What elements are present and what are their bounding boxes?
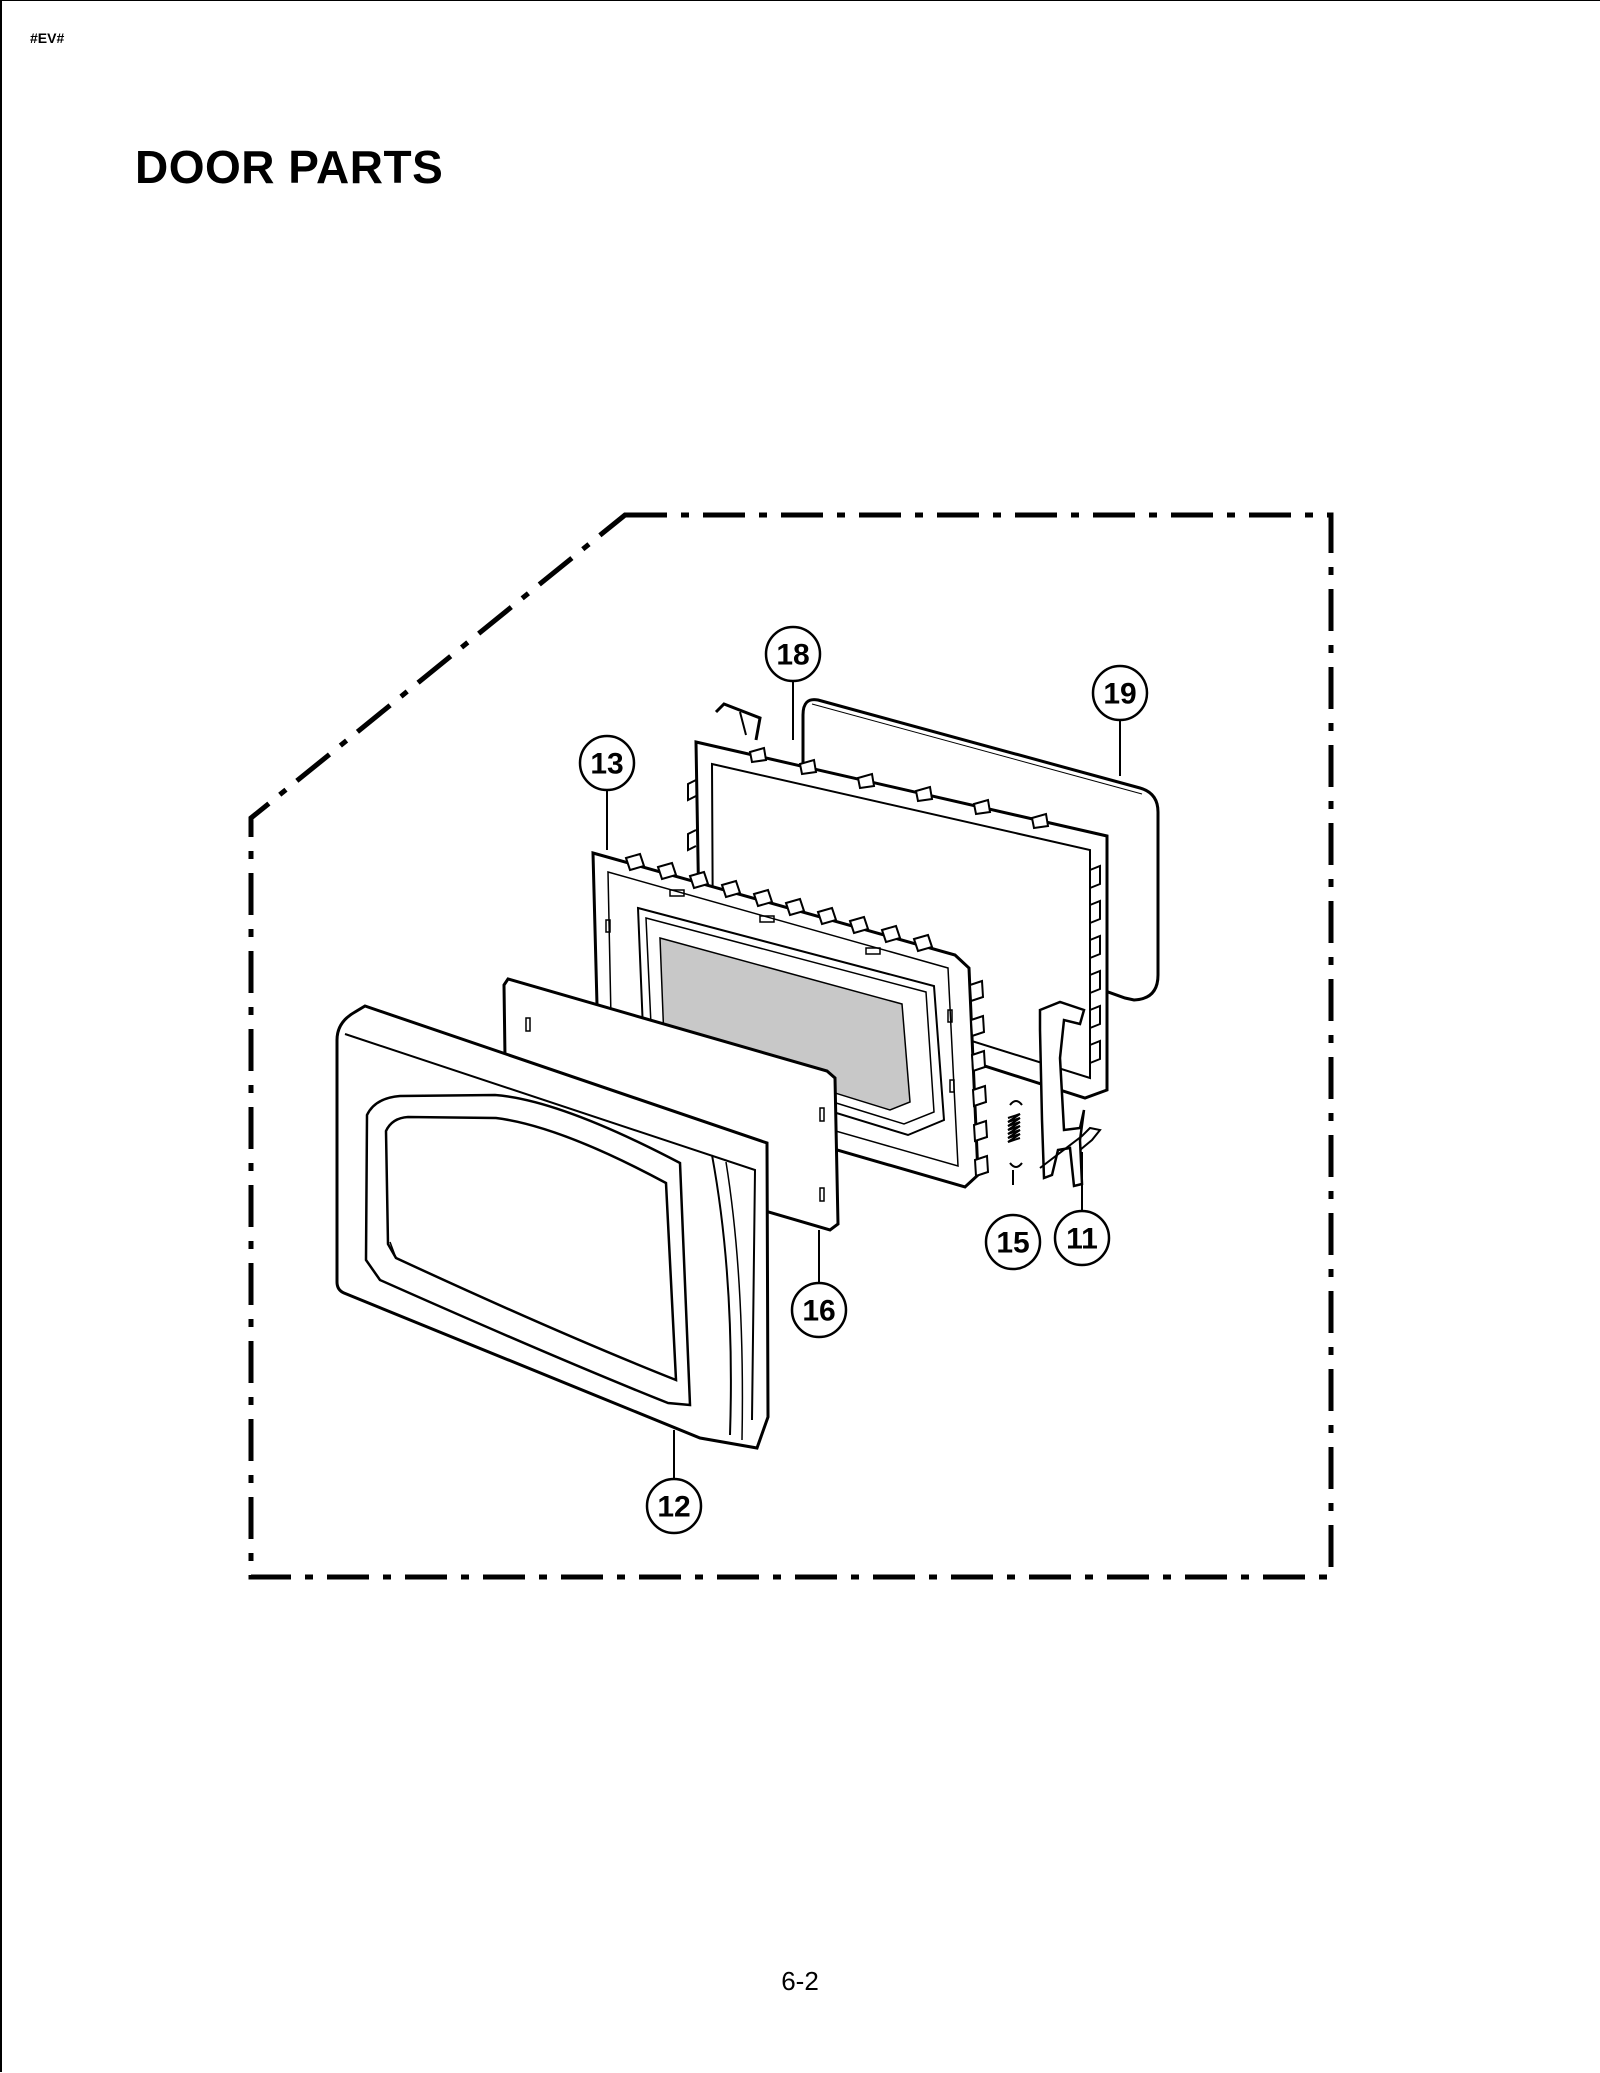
callout-15-label: 15 <box>996 1227 1029 1260</box>
part-15-spring <box>1007 1100 1023 1168</box>
part-11-latch <box>1038 1000 1102 1188</box>
callout-16-label: 16 <box>802 1295 835 1328</box>
callout-12: 12 <box>645 1477 703 1535</box>
callout-19: 19 <box>1091 664 1149 722</box>
callout-16: 16 <box>790 1281 848 1339</box>
part-13-door-frame <box>591 851 990 1189</box>
callout-19-label: 19 <box>1103 678 1136 711</box>
callout-15: 15 <box>984 1213 1042 1271</box>
callout-18: 18 <box>764 625 822 683</box>
document-code: #EV# <box>30 30 65 46</box>
callout-12-label: 12 <box>657 1491 690 1524</box>
callout-13: 13 <box>578 734 636 792</box>
callout-11: 11 <box>1053 1209 1111 1267</box>
callout-13-label: 13 <box>590 748 623 781</box>
part-12-door-front <box>335 1004 770 1450</box>
assembly-boundary <box>248 512 1334 1580</box>
page-title: DOOR PARTS <box>135 141 444 193</box>
leader-lines <box>606 681 1121 1479</box>
callout-18-label: 18 <box>776 639 809 672</box>
callout-11-label: 11 <box>1066 1223 1098 1256</box>
page-number: 6-2 <box>781 1966 819 1996</box>
